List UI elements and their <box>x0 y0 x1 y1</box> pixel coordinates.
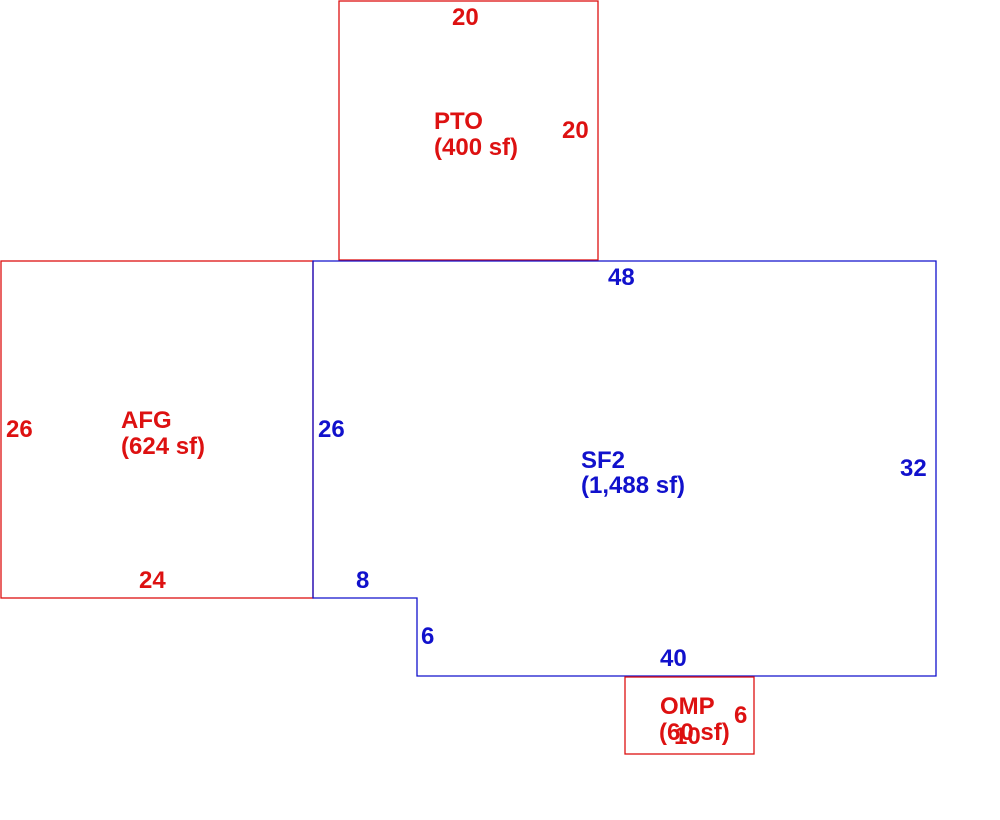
sf2-top-dimension: 48 <box>608 264 635 291</box>
sf2-step-side-dimension: 6 <box>421 623 434 650</box>
sf2-right-dimension: 32 <box>900 455 927 482</box>
sf2-outline <box>312 260 937 677</box>
afg-bottom-dimension: 24 <box>139 567 166 594</box>
omp-name: OMP <box>660 693 715 720</box>
pto-outline <box>338 0 599 261</box>
pto-name: PTO <box>434 108 483 135</box>
afg-size: (624 sf) <box>121 433 205 460</box>
pto-size: (400 sf) <box>434 134 518 161</box>
omp-bottom-dimension: 10 <box>674 723 701 750</box>
sf2-bottom-dimension: 40 <box>660 645 687 672</box>
afg-left-dimension: 26 <box>6 416 33 443</box>
sf2-name: SF2 <box>581 447 625 474</box>
sf2-size: (1,488 sf) <box>581 472 685 499</box>
afg-name: AFG <box>121 407 172 434</box>
omp-right-dimension: 6 <box>734 702 747 729</box>
sf2-left-dimension: 26 <box>318 416 345 443</box>
sf2-step-top-dimension: 8 <box>356 567 369 594</box>
omp-size: (60 sf) <box>659 719 730 746</box>
pto-right-dimension: 20 <box>562 117 589 144</box>
omp-outline <box>624 676 755 755</box>
pto-top-dimension: 20 <box>452 4 479 31</box>
